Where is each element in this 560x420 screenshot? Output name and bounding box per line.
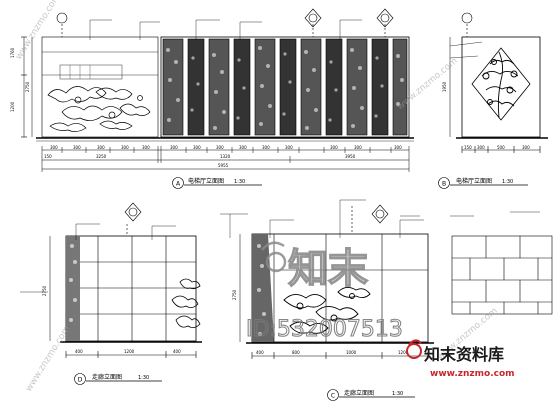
- dim-a-mid-2: 3250: [96, 154, 107, 159]
- dim-a-13: 300: [354, 145, 362, 150]
- dim-b-3: 500: [497, 145, 505, 150]
- view-title-d: D 走廊立面图 1:30: [74, 373, 162, 385]
- elevation-c: [220, 199, 434, 359]
- elevation-a-screen-frame: [160, 36, 410, 138]
- dim-a-5: 300: [142, 145, 150, 150]
- view-title-b: B 电梯厅立面图 1:30: [438, 177, 528, 189]
- dim-a-2: 300: [73, 145, 81, 150]
- view-letter-b: B: [442, 181, 446, 188]
- elevation-a-dimensions: [41, 146, 410, 172]
- view-scale-c: 1:30: [392, 391, 403, 397]
- dim-a-10: 300: [262, 145, 270, 150]
- watermark-id-text: ID:532007513: [246, 317, 403, 342]
- view-letter-a: A: [176, 181, 181, 188]
- pine-tree-art: [481, 51, 519, 119]
- view-scale-d: 1:30: [138, 375, 149, 381]
- elevation-b: [449, 12, 548, 153]
- dim-c-h1: 2750: [232, 289, 237, 300]
- panel-texture: [166, 46, 404, 130]
- elevation-d: [20, 202, 202, 358]
- znzmo-brand-badge: 知末资料库 www.znzmo.com: [406, 339, 515, 379]
- dim-a-8: 300: [216, 145, 224, 150]
- view-scale-b: 1:30: [502, 179, 513, 185]
- elevation-c-dim-text: 400 800 1000 1200 2750: [232, 289, 409, 355]
- cloud-carving-d: [171, 278, 201, 328]
- elevation-d-dim-text: 400 1200 400 2750: [42, 285, 181, 354]
- logo-mark-icon: [261, 241, 287, 273]
- dim-a-6: 300: [170, 145, 178, 150]
- brand-url: www.znzmo.com: [430, 369, 515, 379]
- view-title-text-b: 电梯厅立面图: [456, 177, 492, 185]
- view-title-text-a: 电梯厅立面图: [188, 177, 224, 185]
- elevation-partial-right: [400, 211, 553, 315]
- cloud-carving-c: [283, 287, 371, 334]
- dim-a-h3: 2750: [25, 81, 30, 92]
- dim-a-3: 300: [97, 145, 105, 150]
- dim-a-11: 300: [285, 145, 293, 150]
- dim-b-2: 300: [477, 145, 485, 150]
- elevation-b-frame: [461, 36, 541, 138]
- brand-name-cn: 知末资料库: [424, 345, 504, 364]
- dim-a-14: 300: [394, 145, 402, 150]
- leaders-a: [89, 19, 362, 40]
- dim-c-3: 1000: [346, 350, 357, 355]
- watermark-url-1: www.znzmo.com: [14, 0, 62, 62]
- view-title-text-c: 走廊立面图: [344, 389, 374, 397]
- dim-a-h2: 1200: [10, 101, 15, 112]
- dim-a-1: 300: [50, 145, 58, 150]
- elevation-d-frame: [65, 235, 197, 342]
- view-scale-a: 1:30: [234, 179, 245, 185]
- dim-d-2: 1200: [124, 349, 135, 354]
- znzmo-center-logo: 知末 ID:532007513: [245, 241, 403, 343]
- elevation-a-left-panel: [41, 36, 159, 138]
- dim-a-7: 300: [193, 145, 201, 150]
- dim-d-3: 400: [173, 349, 181, 354]
- dim-a-9: 300: [239, 145, 247, 150]
- diamond-frame: [471, 47, 531, 121]
- cloud-carving-motif: [47, 86, 151, 132]
- dim-d-h1: 2750: [42, 285, 47, 296]
- elevation-b-dim-text: 150 300 500 300 1950: [442, 81, 530, 150]
- dim-a-12: 300: [330, 145, 338, 150]
- brand-logo-icon: [406, 339, 422, 359]
- watermark-url-3: www.znzmo.com: [24, 324, 72, 393]
- dim-a-mid-4: 3950: [345, 154, 356, 159]
- grid-markers-a: [56, 8, 394, 37]
- brick-wall-panel: [451, 235, 553, 315]
- dim-b-h1: 1950: [442, 81, 447, 92]
- view-letter-c: C: [331, 393, 335, 400]
- lattice-panels: [162, 38, 408, 136]
- dim-b-4: 300: [522, 145, 530, 150]
- view-letter-d: D: [78, 377, 83, 384]
- watermark-logo-text: 知末: [288, 246, 368, 292]
- view-title-c: C 走廊立面图 1:30: [327, 389, 415, 401]
- dim-a-mid-3: 1320: [220, 154, 231, 159]
- dim-a-mid-1: 150: [44, 154, 52, 159]
- dim-a-total: 5955: [218, 163, 229, 168]
- dim-d-1: 400: [75, 349, 83, 354]
- dim-c-2: 800: [292, 350, 300, 355]
- dim-c-4: 1200: [398, 350, 409, 355]
- view-title-text-d: 走廊立面图: [92, 373, 122, 381]
- dim-a-h1: 1760: [10, 47, 15, 58]
- dim-a-4: 300: [121, 145, 129, 150]
- elevation-a: [21, 8, 414, 172]
- dim-c-1: 400: [256, 350, 264, 355]
- elevation-a-dim-text: 300 300 300 300 300 300 300 300 300 300 …: [10, 47, 402, 168]
- dim-b-1: 150: [464, 145, 472, 150]
- view-title-a: A 电梯厅立面图 1:30: [172, 177, 262, 189]
